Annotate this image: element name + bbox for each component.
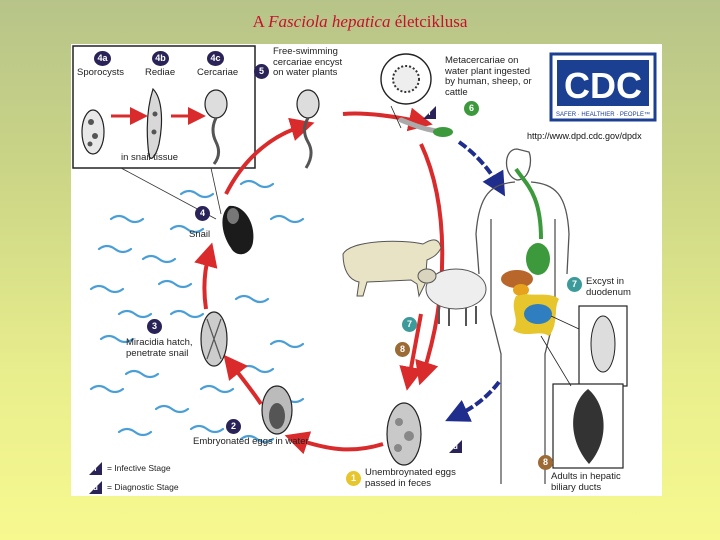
liver-drawing bbox=[501, 270, 533, 288]
label-stage-1: Unembroynated eggs passed in feces bbox=[365, 467, 456, 489]
badge-1: 1 bbox=[346, 471, 361, 486]
diagram-graphics bbox=[72, 45, 628, 484]
label-rediae: Rediae bbox=[145, 67, 176, 78]
slide-title: A Fasciola hepatica életciklusa bbox=[0, 12, 720, 32]
label-stage-6: Metacercariae on water plant ingested by… bbox=[445, 55, 532, 98]
label-stage-7: Excyst in duodenum bbox=[586, 276, 631, 298]
badge-4: 4 bbox=[195, 206, 210, 221]
badge-3: 3 bbox=[147, 319, 162, 334]
water-waves bbox=[89, 179, 305, 444]
cdc-url: http://www.dpd.cdc.gov/dpdx bbox=[527, 131, 642, 141]
cdc-logo-text: CDC bbox=[564, 65, 642, 106]
unembryonated-egg-drawing bbox=[386, 402, 422, 466]
badge-7-animal: 7 bbox=[402, 317, 417, 332]
badge-8: 8 bbox=[538, 455, 553, 470]
label-cercariae: Cercariae bbox=[197, 67, 239, 78]
sporocyst-drawing bbox=[81, 109, 105, 155]
badge-6: 6 bbox=[464, 101, 479, 116]
legend-infective-text: = Infective Stage bbox=[107, 463, 171, 473]
badge-2: 2 bbox=[226, 419, 241, 434]
cdc-tagline: SAFER · HEALTHIER · PEOPLE™ bbox=[556, 111, 650, 118]
sheep-drawing bbox=[417, 268, 487, 326]
cdc-logo: CDC SAFER · HEALTHIER · PEOPLE™ bbox=[549, 52, 657, 124]
life-cycle-diagram: CDC SAFER · HEALTHIER · PEOPLE™ http://w… bbox=[71, 44, 662, 496]
label-stage-8: Adults in hepatic biliary ducts bbox=[551, 471, 621, 493]
cattle-drawing bbox=[342, 239, 442, 298]
label-stage-5: Free-swimming cercariae encyst on water … bbox=[273, 46, 343, 79]
label-sporocysts: Sporocysts bbox=[77, 67, 124, 78]
label-snail: Snail bbox=[189, 229, 211, 240]
badge-4c: 4c bbox=[207, 51, 224, 66]
label-stage-2: Embryonated eggs in water bbox=[193, 436, 309, 447]
badge-7: 7 bbox=[567, 277, 582, 292]
cercaria-drawing bbox=[204, 89, 228, 119]
gallbladder-drawing bbox=[513, 284, 529, 296]
stomach-drawing bbox=[526, 243, 550, 275]
legend-diagnostic-text: = Diagnostic Stage bbox=[107, 482, 179, 492]
cdc-logo-graphic: CDC SAFER · HEALTHIER · PEOPLE™ bbox=[549, 52, 657, 122]
label-stage-3: Miracidia hatch, penetrate snail bbox=[126, 337, 193, 359]
free-cercaria-drawing bbox=[296, 89, 320, 119]
badge-4b: 4b bbox=[152, 51, 169, 66]
snail-drawing bbox=[222, 205, 254, 255]
badge-5: 5 bbox=[254, 64, 269, 79]
title-species: Fasciola hepatica bbox=[268, 12, 391, 31]
title-suffix: életciklusa bbox=[390, 12, 468, 31]
label-in-snail-tissue: in snail tissue bbox=[121, 152, 179, 163]
badge-4a: 4a bbox=[94, 51, 111, 66]
title-prefix: A bbox=[252, 12, 269, 31]
badge-8-animal: 8 bbox=[395, 342, 410, 357]
